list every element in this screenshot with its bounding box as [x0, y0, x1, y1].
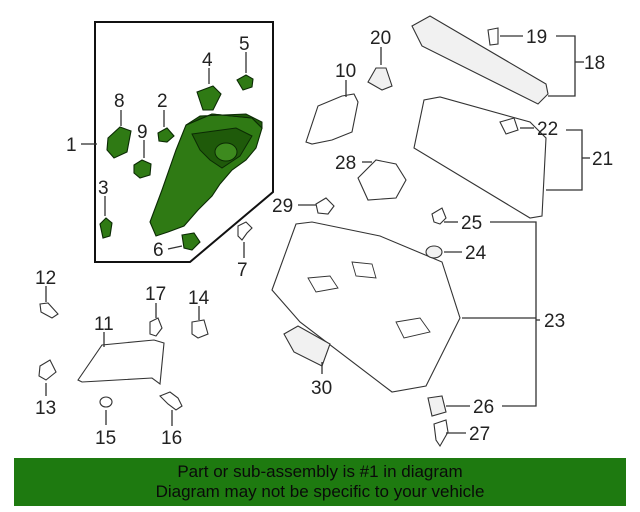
- part-16-bolt: [159, 391, 183, 411]
- callout-24: 24: [465, 243, 487, 264]
- callout-18: 18: [584, 53, 605, 74]
- callout-7: 7: [237, 260, 248, 281]
- part-13-plate: [38, 359, 57, 381]
- callout-22: 22: [537, 119, 558, 140]
- part-15-washer: [99, 396, 113, 408]
- callout-12: 12: [35, 268, 56, 289]
- part-19-clip: [487, 27, 499, 46]
- part-26-bumper: [427, 395, 447, 417]
- callout-19: 19: [526, 27, 547, 48]
- callout-8: 8: [114, 91, 125, 112]
- part-21-board: [413, 96, 547, 219]
- callout-9: 9: [137, 122, 148, 143]
- callout-13: 13: [35, 398, 56, 419]
- callout-28: 28: [335, 153, 356, 174]
- notice-line-2: Diagram may not be specific to your vehi…: [155, 482, 485, 501]
- callout-27: 27: [469, 424, 490, 445]
- part-5-screw: [236, 74, 254, 91]
- part-18-rail: [411, 15, 549, 105]
- part-12-clip: [39, 302, 59, 319]
- part-28-bracket: [357, 159, 407, 201]
- part-27-stud: [433, 419, 449, 448]
- callout-2: 2: [157, 91, 168, 112]
- part-7-screw: [237, 221, 253, 241]
- part-9-clip: [133, 159, 152, 179]
- callout-30: 30: [311, 378, 332, 399]
- panel-upper-flange: [185, 113, 263, 130]
- notice-line-1: Part or sub-assembly is #1 in diagram: [177, 462, 463, 481]
- callout-11: 11: [94, 314, 114, 335]
- callout-6: 6: [153, 240, 164, 261]
- part-3-pin: [99, 217, 113, 239]
- callout-4: 4: [202, 50, 213, 71]
- callout-17: 17: [145, 284, 166, 305]
- callout-14: 14: [188, 288, 210, 309]
- callout-21: 21: [592, 149, 613, 170]
- part-11-trim: [77, 339, 165, 386]
- callout-23: 23: [544, 311, 565, 332]
- callout-26: 26: [473, 397, 494, 418]
- callout-16: 16: [161, 428, 182, 449]
- panel-speaker-boss: [214, 142, 238, 162]
- part-6-clip: [181, 232, 201, 251]
- left-parts: [38, 221, 253, 411]
- callout-1: 1: [66, 135, 77, 156]
- part-23-shelf: [271, 221, 461, 393]
- parts-diagram: 1 2 3 4 5 6 7 8 9 10 11 12 13 14 15 16 1…: [35, 15, 613, 449]
- part-29-bolt: [315, 197, 335, 215]
- shelf-cutout-left: [307, 275, 339, 293]
- part-4-cap: [196, 85, 222, 111]
- part-24-grommet: [425, 245, 443, 259]
- callout-5: 5: [239, 34, 250, 55]
- part-25-stud: [431, 207, 447, 225]
- part-20-bracket: [367, 67, 393, 91]
- callout-labels: 1 2 3 4 5 6 7 8 9 10 11 12 13 14 15 16 1…: [35, 27, 613, 449]
- part-8-clip: [106, 126, 132, 159]
- assembly-1-frame: [94, 21, 274, 263]
- callout-10: 10: [335, 61, 356, 82]
- diagram-notice-banner: Part or sub-assembly is #1 in diagram Di…: [14, 458, 626, 506]
- part-22-clip: [499, 117, 519, 135]
- part-2-clip: [157, 127, 175, 143]
- part-10-panel: [305, 93, 359, 145]
- callout-15: 15: [95, 428, 116, 449]
- callout-29: 29: [272, 196, 293, 217]
- shelf-cutout-right: [395, 317, 431, 339]
- shelf-cutout-center: [351, 261, 377, 279]
- callout-25: 25: [461, 213, 482, 234]
- assembly-1-parts: [99, 74, 263, 251]
- callout-20: 20: [370, 28, 391, 49]
- part-14-clip: [191, 319, 209, 339]
- part-30-vent: [283, 325, 331, 367]
- part-17-clip: [149, 317, 163, 337]
- right-parts: [271, 15, 549, 448]
- leader-lines: [45, 35, 590, 434]
- callout-3: 3: [98, 178, 109, 199]
